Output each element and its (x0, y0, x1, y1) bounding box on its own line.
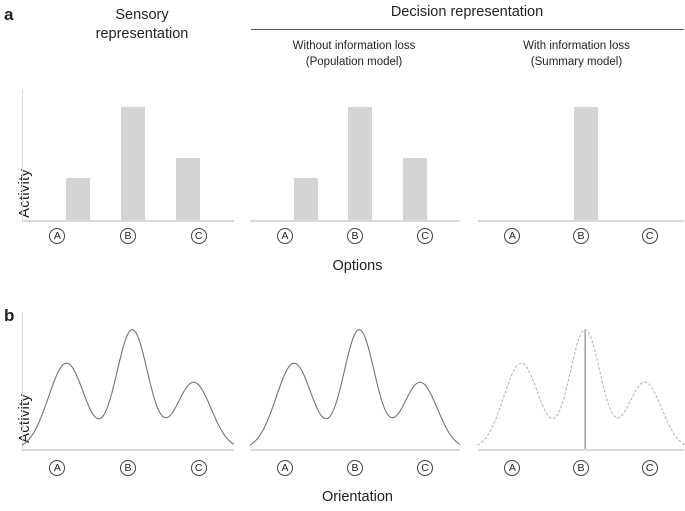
subheader-without-information-loss: Without information loss(Population mode… (292, 40, 416, 69)
x-tick-c: C (163, 228, 234, 244)
circled-letter-b-icon: B (347, 460, 363, 476)
x-tick-labels: A B C (250, 228, 460, 244)
x-tick-labels: A B C (478, 228, 684, 244)
panel-label-a: a (4, 5, 14, 24)
circled-letter-a-icon: A (277, 228, 293, 244)
circled-letter-c-icon: C (417, 228, 433, 244)
x-tick-a: A (22, 460, 93, 476)
x-axis-line (22, 220, 234, 222)
y-axis-line (22, 90, 23, 220)
line-chart-summary (477, 312, 685, 451)
circled-letter-c-icon: C (417, 460, 433, 476)
tuning-curve-svg (21, 329, 235, 446)
circled-letter-c-icon: C (641, 460, 658, 476)
x-tick-a: A (478, 228, 547, 244)
panel-label-b: b (4, 306, 15, 325)
x-tick-c: C (615, 228, 684, 244)
x-axis-line (478, 220, 684, 222)
x-axis-title-options: Options (332, 258, 383, 274)
bar-b (348, 106, 373, 220)
circled-letter-c-icon: C (190, 460, 207, 476)
bar-c (402, 157, 427, 220)
x-axis-line (22, 449, 234, 451)
x-tick-b: B (320, 228, 390, 244)
x-tick-b: B (320, 460, 390, 476)
x-tick-c: C (390, 228, 460, 244)
x-axis-line (250, 449, 460, 451)
circled-letter-b-icon: B (573, 460, 589, 476)
tuning-curve-path (477, 329, 685, 446)
bar-b (574, 106, 599, 220)
x-tick-a: A (250, 228, 320, 244)
circled-letter-b-icon: B (573, 228, 589, 244)
bar-a (66, 178, 91, 220)
x-tick-c: C (390, 460, 460, 476)
circled-letter-b-icon: B (120, 460, 136, 476)
x-tick-b: B (93, 460, 164, 476)
header-divider (251, 29, 684, 30)
x-tick-a: A (22, 228, 93, 244)
x-tick-labels: A B C (478, 460, 684, 476)
x-tick-a: A (478, 460, 547, 476)
line-chart-sensory (21, 312, 235, 451)
bar-a (293, 178, 318, 220)
circled-letter-c-icon: C (641, 228, 658, 244)
x-axis-line (478, 449, 684, 451)
tuning-curve-path (249, 329, 461, 446)
bar-chart-sensory (22, 90, 234, 222)
circled-letter-a-icon: A (504, 228, 521, 244)
circled-letter-a-icon: A (277, 460, 293, 476)
tuning-curve-svg (249, 329, 461, 446)
x-tick-c: C (615, 460, 684, 476)
circled-letter-a-icon: A (49, 460, 66, 476)
x-tick-labels: A B C (250, 460, 460, 476)
circled-letter-c-icon: C (190, 228, 207, 244)
bar-chart-summary (478, 90, 684, 222)
x-tick-a: A (250, 460, 320, 476)
circled-letter-b-icon: B (347, 228, 363, 244)
x-tick-labels: A B C (22, 460, 234, 476)
x-tick-b: B (93, 228, 164, 244)
subheader-with-information-loss: With information loss(Summary model) (523, 40, 630, 69)
bar-c (176, 157, 201, 220)
bar-b (121, 106, 146, 220)
y-axis-line (22, 312, 23, 449)
x-tick-labels: A B C (22, 228, 234, 244)
header-decision-representation: Decision representation (390, 4, 544, 20)
x-axis-title-orientation: Orientation (322, 489, 393, 505)
circled-letter-a-icon: A (504, 460, 521, 476)
bar-chart-population (250, 90, 460, 222)
x-axis-line (250, 220, 460, 222)
circled-letter-b-icon: B (120, 228, 136, 244)
x-tick-b: B (547, 228, 616, 244)
tuning-curve-path (21, 329, 235, 446)
circled-letter-a-icon: A (49, 228, 66, 244)
tuning-curve-svg (477, 329, 685, 449)
x-tick-b: B (547, 460, 616, 476)
line-chart-population (249, 312, 461, 451)
x-tick-c: C (163, 460, 234, 476)
